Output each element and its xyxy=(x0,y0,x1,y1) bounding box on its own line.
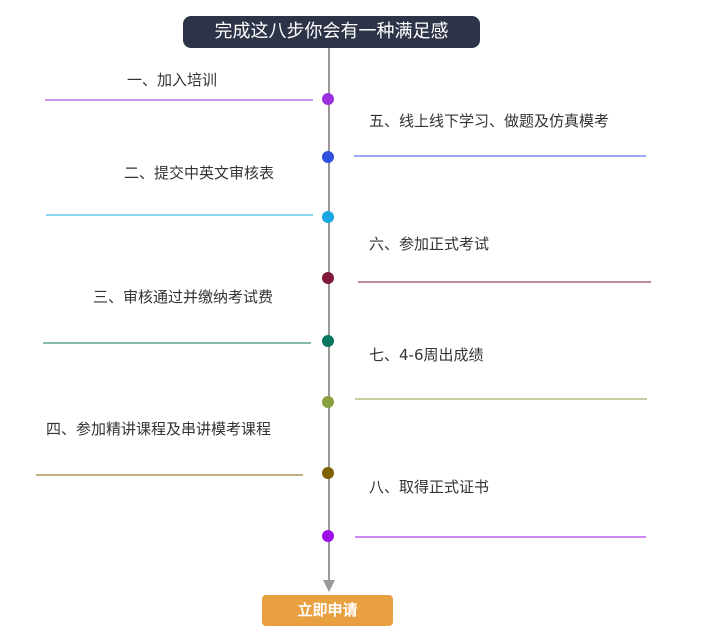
step-3-dot xyxy=(322,335,334,347)
timeline-arrow-head xyxy=(323,580,335,592)
apply-button[interactable]: 立即申请 xyxy=(262,595,393,626)
step-4-label: 四、参加精讲课程及串讲模考课程 xyxy=(46,420,272,438)
step-7-dot xyxy=(322,396,334,408)
step-5-dot xyxy=(322,151,334,163)
step-1-label: 一、加入培训 xyxy=(127,71,218,89)
step-2-label: 二、提交中英文审核表 xyxy=(124,164,275,182)
step-4-dot xyxy=(322,467,334,479)
step-3-label: 三、审核通过并缴纳考试费 xyxy=(93,288,274,306)
step-6-dot xyxy=(322,272,334,284)
step-8-dot xyxy=(322,530,334,542)
page-title: 完成这八步你会有一种满足感 xyxy=(183,16,480,48)
step-1-dot xyxy=(322,93,334,105)
step-6-label: 六、参加正式考试 xyxy=(369,235,490,253)
step-7-label: 七、4-6周出成绩 xyxy=(369,346,484,364)
step-2-dot xyxy=(322,211,334,223)
step-5-label: 五、线上线下学习、做题及仿真模考 xyxy=(369,112,610,130)
step-8-label: 八、取得正式证书 xyxy=(369,478,490,496)
